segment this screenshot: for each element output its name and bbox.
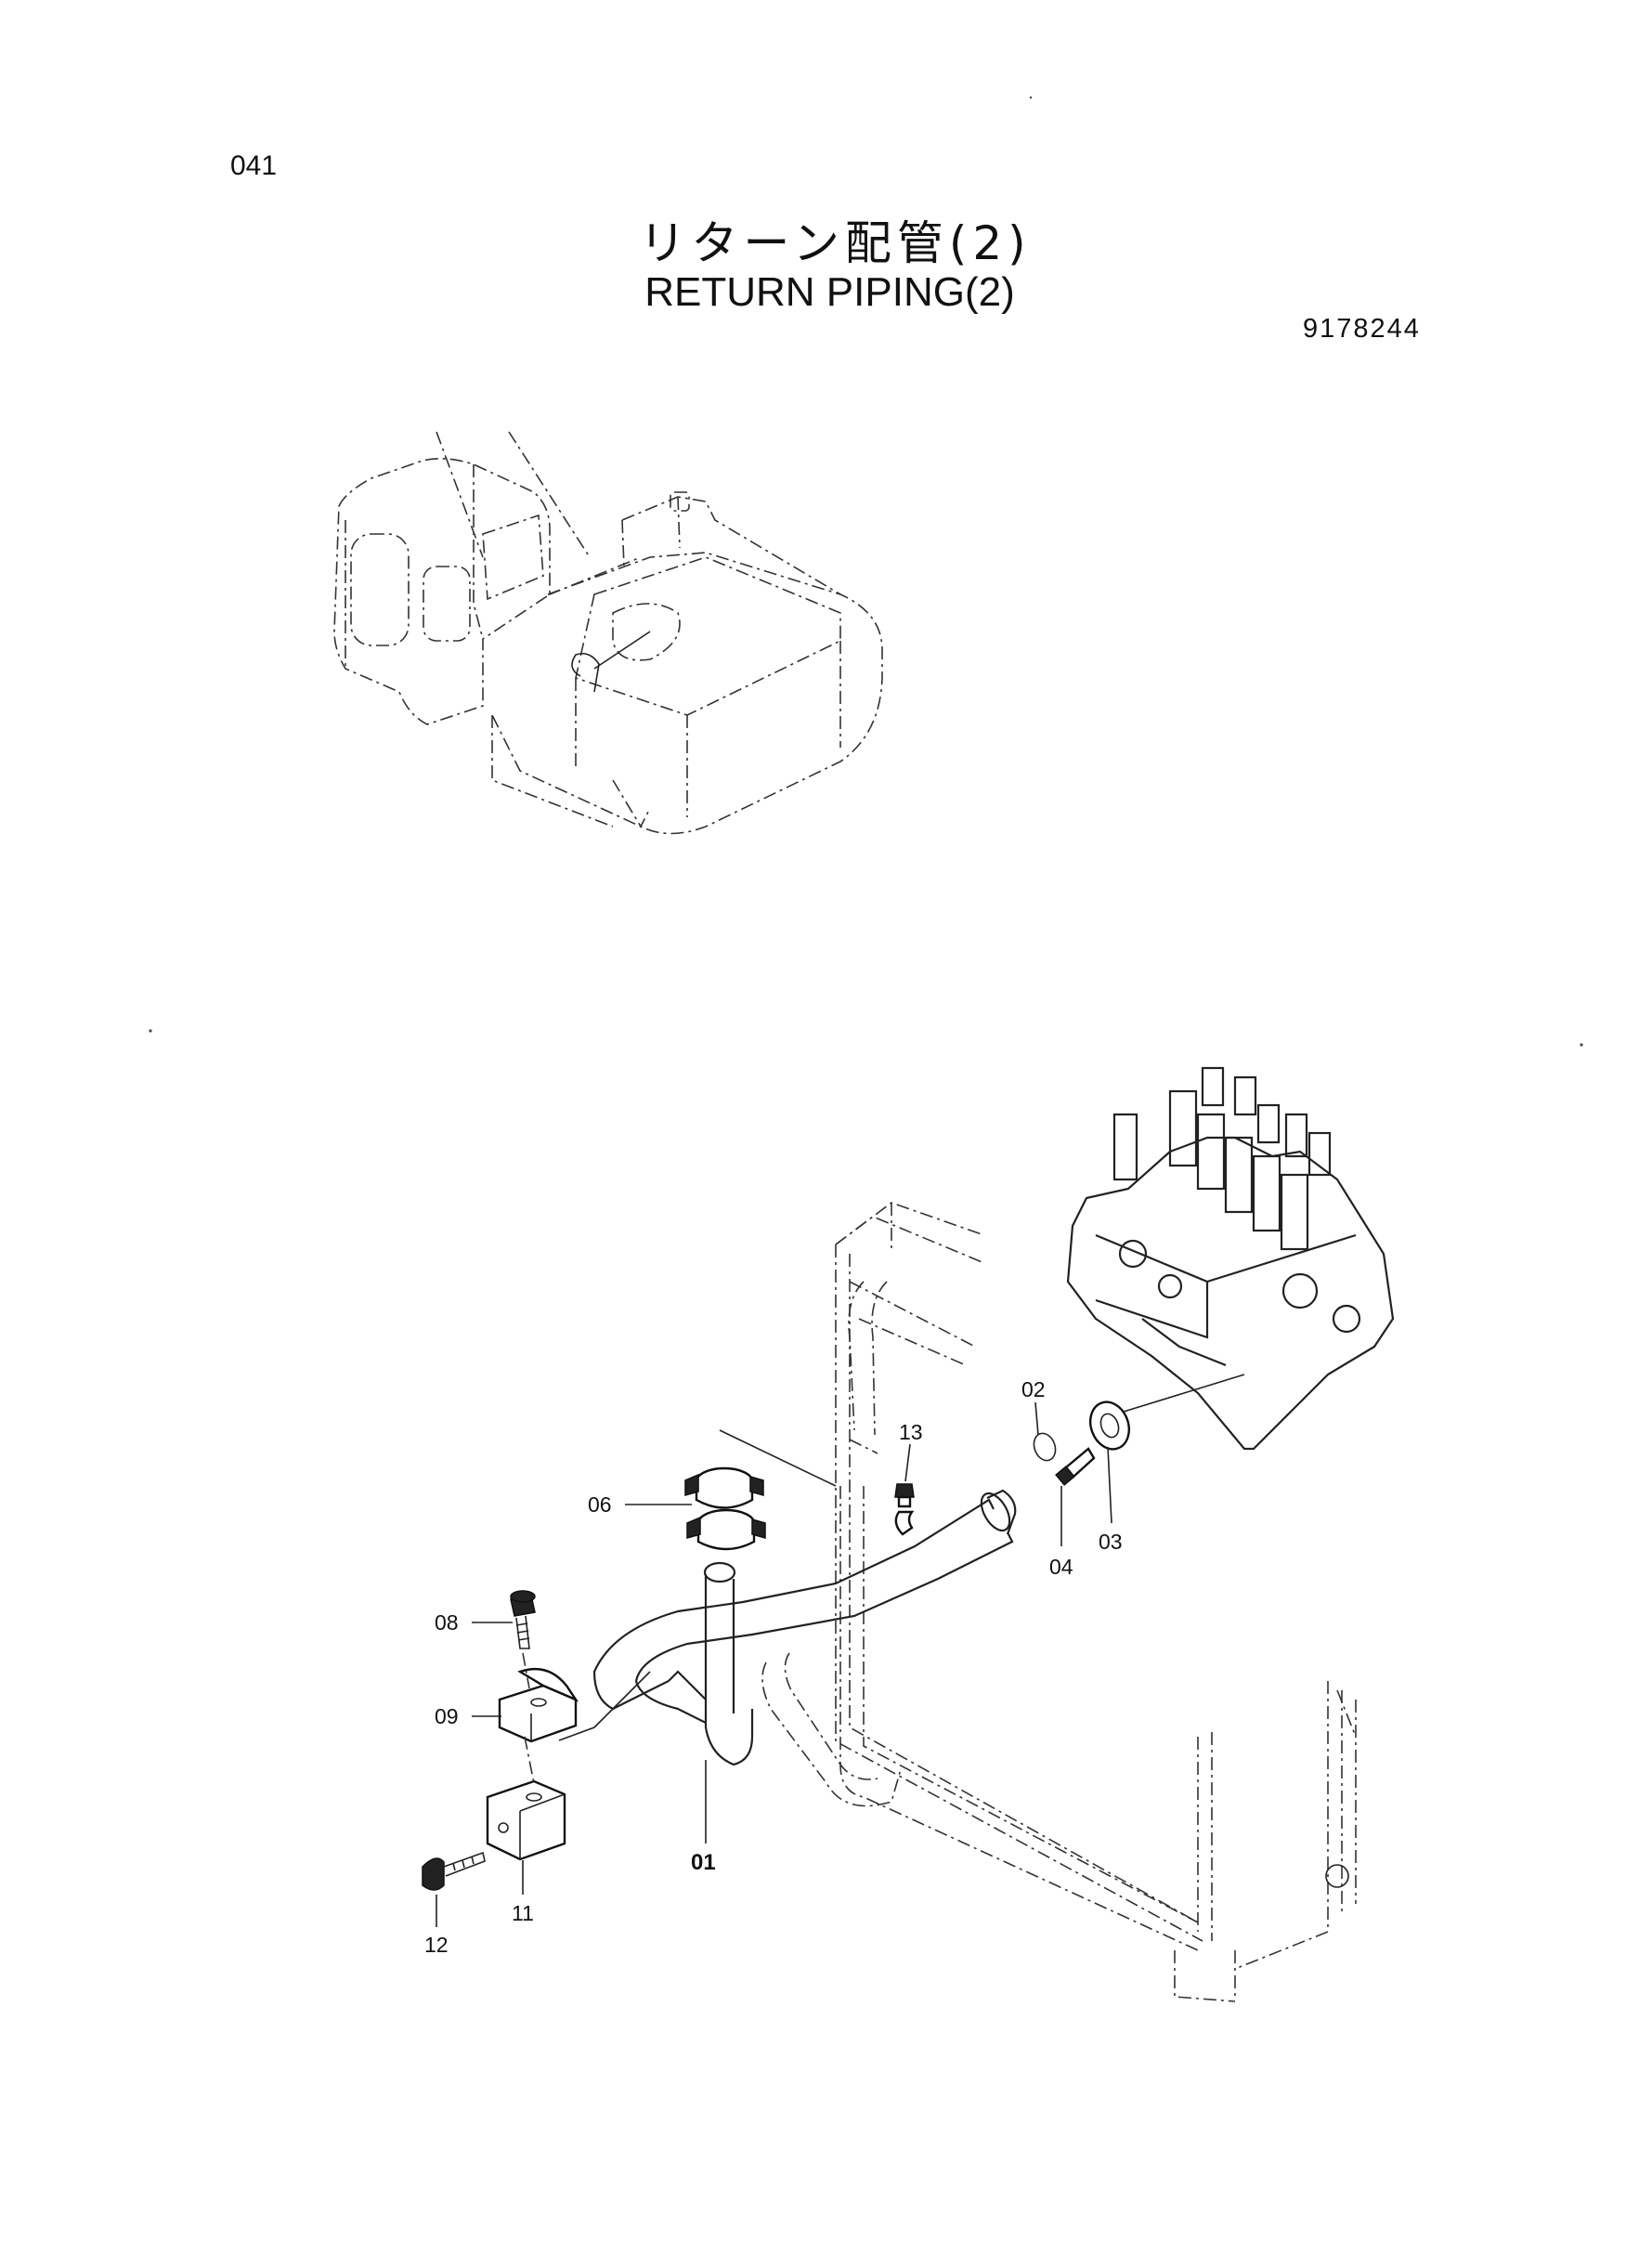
callout-11: 11 (512, 1901, 534, 1925)
callout-12: 12 (424, 1933, 449, 1957)
callout-08: 09 (435, 1704, 459, 1728)
page-title-japanese: リターン配管(2) (639, 216, 1032, 270)
callout-04: 04 (1049, 1555, 1073, 1579)
callout-06: 06 (588, 1492, 612, 1517)
callout-02: 02 (1021, 1377, 1046, 1401)
callout-labels: 06 02 03 04 13 08 09 11 12 01 (424, 1377, 1123, 1957)
page-number: 041 (230, 150, 278, 181)
callout-03: 03 (1099, 1530, 1123, 1554)
callout-09: 08 (435, 1610, 459, 1635)
page-title-english: RETURN PIPING(2) (644, 269, 1015, 315)
callout-01: 01 (691, 1850, 716, 1875)
excavator-overview-illustration (333, 431, 883, 835)
exploded-view-illustration (422, 1066, 1395, 2002)
callout-13: 13 (899, 1420, 923, 1444)
callout-leaders (436, 1401, 1112, 1927)
drawing-number: 9178244 (1303, 314, 1421, 344)
